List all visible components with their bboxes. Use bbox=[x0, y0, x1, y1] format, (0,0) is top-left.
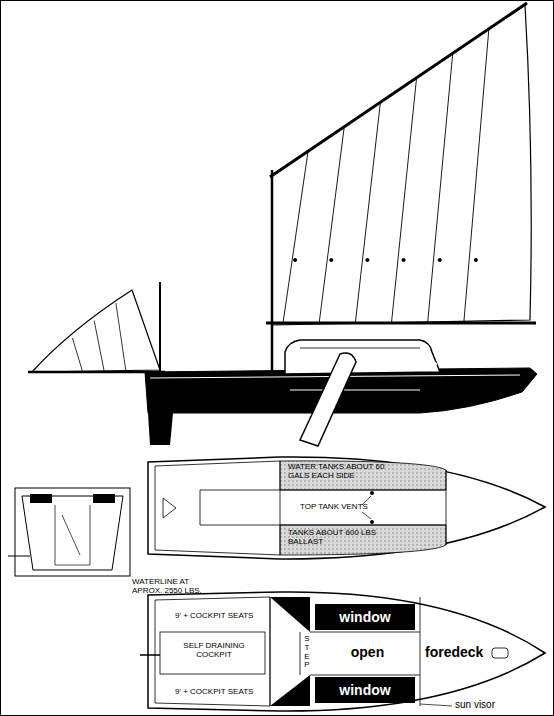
tank-vent bbox=[370, 491, 374, 495]
sole-line bbox=[290, 390, 420, 391]
window-box: window bbox=[315, 677, 415, 703]
rudder bbox=[148, 413, 173, 445]
cockpit-well bbox=[160, 632, 265, 674]
reef-point bbox=[330, 258, 333, 261]
sail-seam bbox=[283, 151, 308, 322]
tiller bbox=[140, 654, 160, 656]
cabin-plan-lines bbox=[270, 597, 420, 706]
callout-label: open bbox=[320, 645, 415, 660]
reef-point bbox=[474, 258, 477, 261]
cabin-line bbox=[300, 348, 420, 349]
coaming-corner bbox=[270, 675, 310, 706]
mizzen-seams bbox=[72, 303, 126, 371]
section-line bbox=[90, 505, 91, 565]
section-line bbox=[62, 515, 80, 555]
window-label: window bbox=[339, 609, 390, 625]
main-sail bbox=[272, 5, 531, 325]
sail-seams bbox=[283, 29, 489, 322]
cabin-top bbox=[285, 340, 440, 374]
boom bbox=[266, 322, 536, 325]
sail-seam bbox=[355, 102, 380, 322]
porthole bbox=[413, 361, 423, 367]
porthole bbox=[427, 361, 437, 367]
callout-label: 9' + COCKPIT SEATS bbox=[175, 688, 253, 697]
trunk-lines bbox=[200, 490, 446, 525]
centerboard bbox=[300, 353, 356, 446]
reef-point bbox=[366, 258, 369, 261]
reef-point bbox=[294, 258, 297, 261]
hatch bbox=[492, 648, 508, 658]
callout-label: WATER TANKS ABOUT 60 GALS EACH SIDE bbox=[288, 463, 408, 481]
leader-line bbox=[362, 512, 371, 519]
hull-deck-plan bbox=[148, 592, 545, 711]
rudder-plan bbox=[163, 498, 176, 518]
vertical-label: STEP bbox=[303, 635, 311, 670]
sail-seam bbox=[116, 303, 126, 371]
tank-vent bbox=[370, 520, 374, 524]
sail-seam bbox=[72, 338, 82, 371]
callout-label: TOP TANK VENTS bbox=[300, 503, 368, 512]
sail-seam bbox=[392, 78, 417, 322]
plan-lines bbox=[155, 461, 446, 555]
mizzen-mast bbox=[159, 282, 161, 375]
sail-seam bbox=[94, 321, 104, 372]
water-tank bbox=[280, 461, 446, 490]
sail-seam bbox=[428, 54, 453, 322]
mizzen-sail bbox=[32, 290, 160, 372]
callout-label: WATERLINE AT APROX. 2550 LBS. bbox=[132, 578, 212, 596]
ballast-tank bbox=[280, 525, 446, 555]
mizzen-boom bbox=[28, 371, 165, 374]
section-hull bbox=[22, 496, 123, 570]
leader-line bbox=[420, 704, 452, 706]
coaming-corner bbox=[270, 597, 310, 632]
coaming bbox=[93, 494, 115, 503]
callout-label: foredeck bbox=[425, 645, 495, 660]
sail-seam bbox=[319, 126, 344, 322]
window-box: window bbox=[315, 604, 415, 630]
hull-plan bbox=[148, 457, 545, 559]
callout-label: TANKS ABOUT 600 LBS BALLAST bbox=[288, 529, 413, 547]
coaming bbox=[30, 494, 52, 503]
section-line bbox=[55, 565, 90, 566]
callout-label: sun visor bbox=[455, 699, 495, 710]
callout-label: 9' + COCKPIT SEATS bbox=[175, 612, 253, 621]
cockpit-outline bbox=[155, 597, 270, 706]
reef-point bbox=[438, 258, 441, 261]
section-view bbox=[15, 488, 130, 576]
callout-label: SELF DRAINING COCKPIT bbox=[170, 642, 258, 660]
section-line bbox=[55, 505, 56, 565]
waterline-mark bbox=[8, 556, 30, 557]
mainmast bbox=[271, 170, 274, 372]
window-label: window bbox=[339, 682, 390, 698]
sail-seam bbox=[464, 29, 489, 322]
reef-point bbox=[402, 258, 405, 261]
